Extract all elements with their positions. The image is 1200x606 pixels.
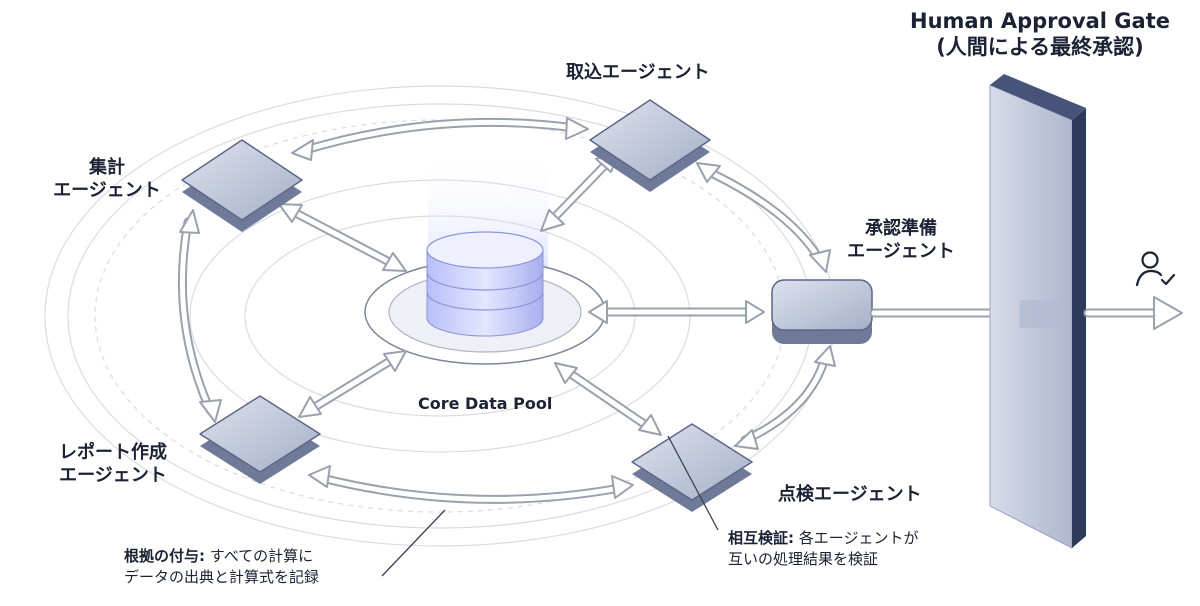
agent-label-intake: 取込エージェント bbox=[566, 62, 710, 83]
leader-line-mutual bbox=[667, 435, 719, 531]
note-mutual-verification: 相互検証: 各エージェントが 互いの処理結果を検証 bbox=[728, 528, 918, 570]
note-mutual-line2: 互いの処理結果を検証 bbox=[728, 550, 879, 568]
core-data-pool-label: Core Data Pool bbox=[418, 394, 553, 413]
note-evidence-line1: 根拠の付与: すべての計算に bbox=[124, 547, 314, 565]
user-check-icon bbox=[1135, 251, 1176, 287]
agent-label-report: レポート作成 エージェント bbox=[59, 442, 167, 486]
human-approval-gate-title: Human Approval Gate (人間による最終承認) bbox=[880, 8, 1200, 61]
agent-node-intake bbox=[589, 99, 711, 192]
human-approval-gate-panel bbox=[989, 74, 1086, 549]
agent-node-aggregate bbox=[181, 139, 303, 232]
note-evidence-line2: データの出典と計算式を記録 bbox=[124, 568, 320, 586]
agent-label-approval-prep: 承認準備 エージェント bbox=[847, 218, 955, 262]
gate-title-line1: Human Approval Gate bbox=[910, 9, 1170, 33]
arrow-heads bbox=[179, 117, 836, 499]
agent-label-aggregate: 集計 エージェント bbox=[53, 157, 161, 201]
note-evidence: 根拠の付与: すべての計算に データの出典と計算式を記録 bbox=[124, 546, 319, 588]
agent-label-inspection: 点検エージェント bbox=[778, 484, 922, 505]
leader-line-evidence bbox=[381, 509, 446, 577]
database-icon bbox=[426, 231, 544, 337]
note-leader-lines bbox=[381, 435, 719, 577]
agent-node-approval-prep bbox=[771, 279, 873, 344]
agent-node-inspection bbox=[631, 423, 753, 512]
gate-exit-arrow bbox=[1083, 296, 1183, 330]
gate-title-line2: (人間による最終承認) bbox=[936, 35, 1144, 60]
note-mutual-line1: 相互検証: 各エージェントが bbox=[728, 529, 919, 547]
agent-node-report bbox=[199, 395, 321, 484]
